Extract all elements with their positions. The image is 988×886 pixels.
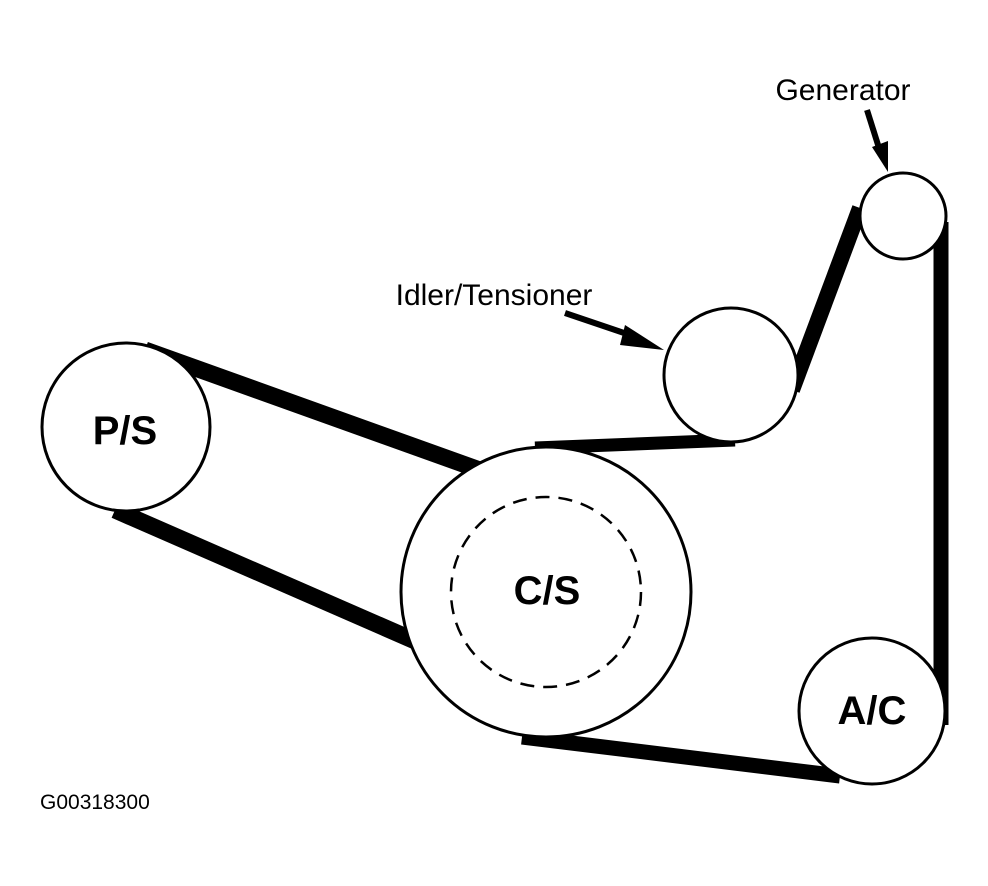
- belt-segment-cs-to-idler: [534, 433, 736, 455]
- belt-segment-ac-to-cs: [521, 729, 841, 784]
- idler-tensioner-callout-label: Idler/Tensioner: [396, 279, 593, 312]
- belt-segment-idler-to-generator: [784, 205, 868, 393]
- power-steering-label: P/S: [93, 409, 157, 453]
- generator-pulley: [858, 171, 948, 261]
- crankshaft-inner-pulley-outline: [449, 495, 643, 689]
- ac-compressor-pulley: [797, 636, 947, 786]
- idler-tensioner-pointer-arrow: [564, 310, 664, 350]
- crankshaft-pulley: [399, 445, 693, 739]
- crankshaft-label: C/S: [514, 569, 581, 613]
- generator-pointer-arrow: [864, 109, 888, 172]
- figure-id: G00318300: [40, 791, 150, 814]
- ac-compressor-label: A/C: [838, 689, 907, 733]
- generator-callout-label: Generator: [775, 74, 910, 107]
- idler-tensioner-pulley: [662, 306, 800, 444]
- power-steering-pulley: [40, 341, 212, 513]
